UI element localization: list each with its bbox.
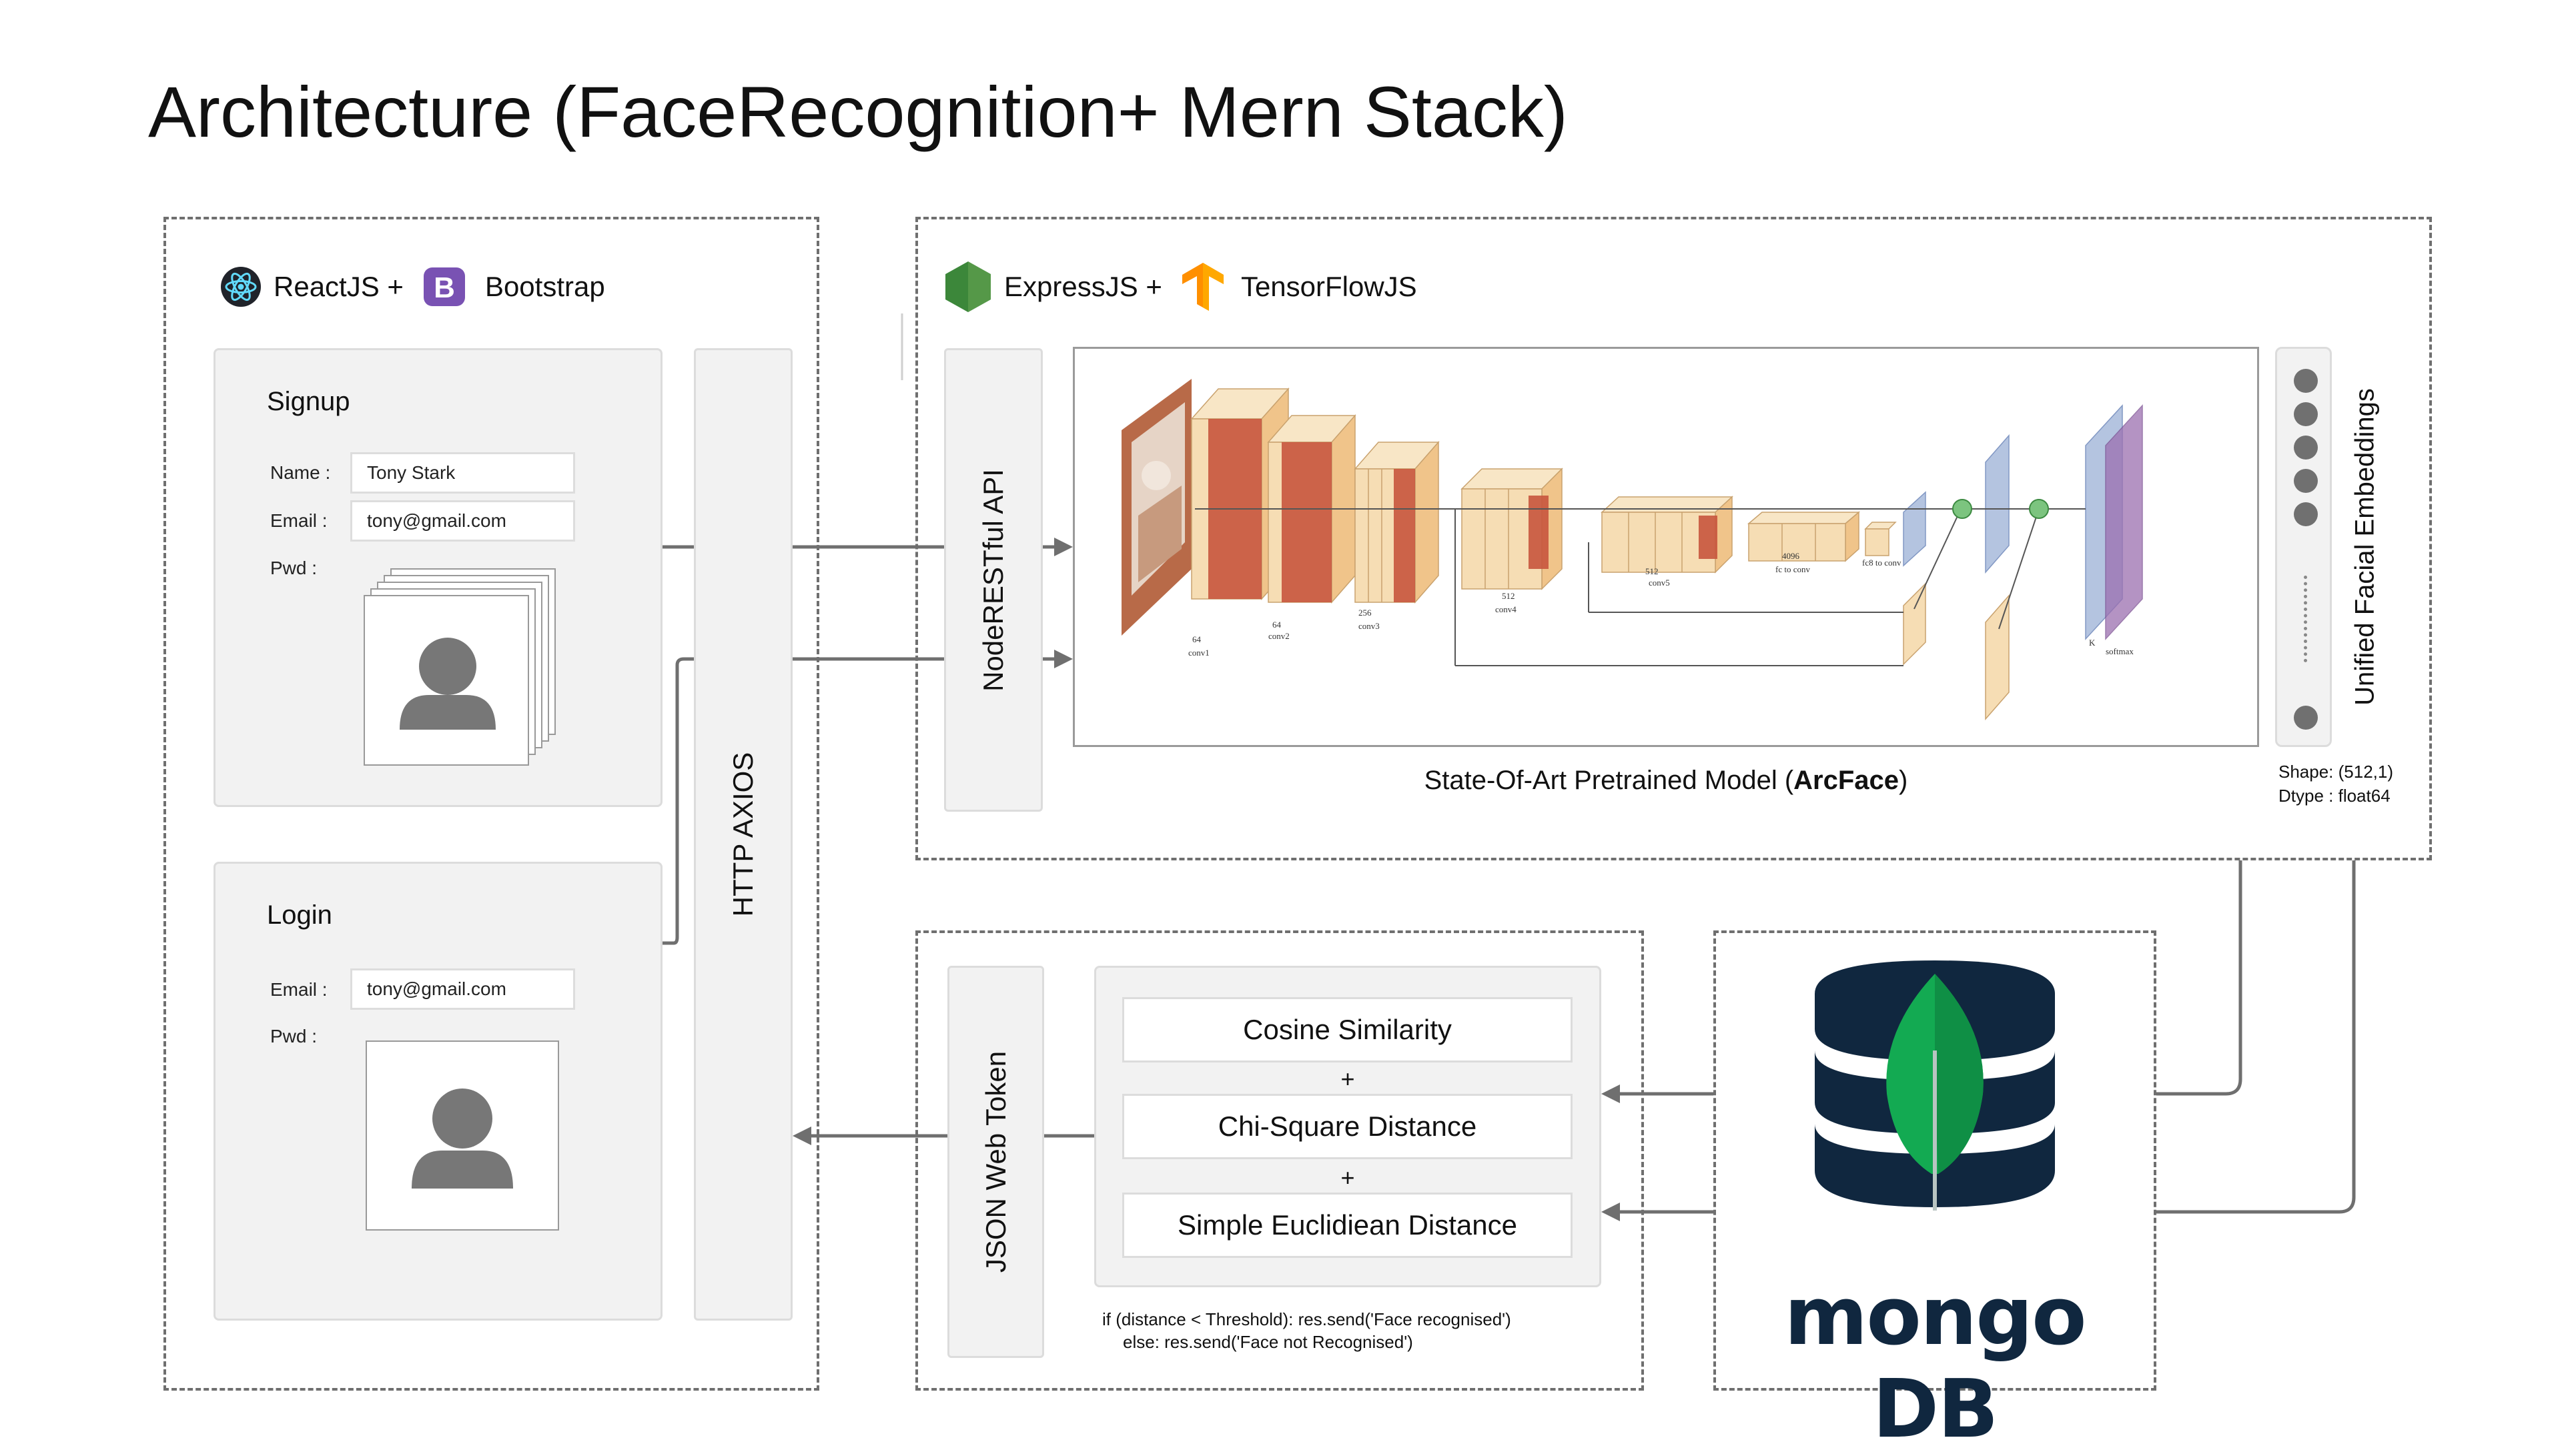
bootstrap-label: Bootstrap (484, 271, 605, 302)
embedding-dot-4 (2294, 469, 2318, 493)
dim-512-a: 512 (1502, 591, 1515, 601)
frontend-container (163, 217, 819, 1391)
conv2-block (1267, 414, 1356, 604)
login-email-label: Email : (270, 979, 328, 1000)
conv4-label: conv4 (1495, 604, 1517, 614)
mongodb-wordmark: mongo DB (1784, 1271, 2086, 1456)
database-container (1713, 930, 2156, 1391)
embedding-vector-bar (2275, 347, 2332, 747)
cosine-similarity-box: Cosine Similarity (1122, 997, 1573, 1062)
login-title: Login (267, 900, 332, 930)
fc8-to-conv-block (1864, 522, 1897, 556)
arcface-model-diagram: conv1 conv2 conv3 conv4 conv5 fc to conv… (1073, 347, 2259, 747)
node-restful-api-label: NodeRESTful API (977, 468, 1009, 692)
embeddings-label: Unified Facial Embeddings (2350, 388, 2380, 706)
dim-64-b: 64 (1272, 620, 1282, 630)
conv3-block (1354, 441, 1440, 604)
dim-k: K (2089, 638, 2096, 648)
model-caption-bold: ArcFace (1793, 766, 1899, 795)
conv5-block (1601, 496, 1733, 574)
react-logo-icon (221, 267, 261, 307)
embedding-dot-3 (2294, 436, 2318, 460)
fc8-label: fc8 to conv (1862, 558, 1901, 568)
mongodb-leaf-database-icon (1815, 960, 2055, 1211)
chi-square-distance-box: Chi-Square Distance (1122, 1094, 1573, 1159)
sum-node-1 (1952, 499, 1972, 519)
sum-node-2 (2029, 499, 2049, 519)
svg-text:B: B (434, 271, 455, 304)
backend-container (915, 217, 2432, 860)
matching-container (915, 930, 1644, 1391)
embedding-dot-last (2294, 706, 2318, 730)
bootstrap-logo-icon: B (423, 267, 465, 306)
signup-name-input[interactable]: Tony Stark (350, 452, 575, 494)
dim-256: 256 (1358, 608, 1372, 618)
http-axios-label: HTTP AXIOS (727, 752, 759, 917)
model-caption-suffix: ) (1899, 766, 1908, 795)
login-pwd-label: Pwd : (270, 1026, 318, 1046)
dim-512-b: 512 (1645, 566, 1659, 576)
tensorflow-logo-icon (1182, 263, 1224, 311)
express-label: ExpressJS + (1004, 271, 1162, 302)
embedding-dot-5 (2294, 502, 2318, 526)
backend-header: ExpressJS + TensorFlowJS (944, 260, 1417, 313)
input-face-image (1122, 379, 1192, 636)
embedding-dot-2 (2294, 402, 2318, 426)
login-email-input[interactable]: tony@gmail.com (350, 968, 575, 1010)
user-avatar-icon (400, 638, 496, 730)
embedding-dot-1 (2294, 369, 2318, 393)
frontend-header: ReactJS + B Bootstrap (220, 263, 605, 310)
user-avatar-icon (412, 1088, 513, 1189)
fc6-label: fc to conv (1775, 564, 1810, 574)
signup-pwd-label-text: Pwd : (270, 558, 318, 578)
dim-64-a: 64 (1192, 634, 1202, 644)
embedding-ellipsis (2304, 576, 2307, 662)
model-caption: State-Of-Art Pretrained Model (ArcFace) (1073, 766, 2259, 796)
embeddings-label-holder: Unified Facial Embeddings (2342, 347, 2389, 747)
signup-name-label: Name : (270, 462, 331, 483)
euclidean-distance-box: Simple Euclidiean Distance (1122, 1193, 1573, 1258)
node-restful-api-bar: NodeRESTful API (944, 348, 1043, 812)
signup-pwd-label: Pwd : (270, 558, 337, 579)
threshold-code-line-2: else: res.send('Face not Recognised') (1123, 1332, 1413, 1352)
embedding-shape: Shape: (512,1) (2278, 762, 2394, 782)
embedding-dtype: Dtype : float64 (2278, 786, 2391, 806)
signup-email-label: Email : (270, 510, 328, 531)
signup-photo-stack[interactable] (364, 568, 564, 775)
dim-4096: 4096 (1782, 551, 1800, 561)
model-caption-prefix: State-Of-Art Pretrained Model ( (1424, 766, 1794, 795)
plus-sign-2: + (1340, 1164, 1355, 1191)
score-layers (1903, 404, 2143, 640)
react-label: ReactJS + (274, 271, 404, 302)
jwt-bar: JSON Web Token (947, 966, 1044, 1358)
signup-title: Signup (267, 387, 350, 416)
signup-email-input[interactable]: tony@gmail.com (350, 500, 575, 542)
conv5-label: conv5 (1649, 578, 1670, 588)
http-axios-bar: HTTP AXIOS (694, 348, 793, 1321)
conv3-label: conv3 (1358, 621, 1380, 631)
skip-blocks (1903, 582, 2010, 720)
conv2-label: conv2 (1268, 631, 1290, 641)
conv4-block (1460, 468, 1563, 590)
nodejs-logo-icon (945, 261, 991, 312)
photo-card-front (364, 595, 529, 766)
cnn-architecture-figure: conv1 conv2 conv3 conv4 conv5 fc to conv… (1122, 379, 2143, 720)
login-photo[interactable] (366, 1040, 559, 1231)
plus-sign-1: + (1340, 1065, 1355, 1093)
page-title: Architecture (FaceRecognition+ Mern Stac… (148, 71, 1568, 152)
jwt-label: JSON Web Token (979, 1050, 1011, 1273)
fc-to-conv-block (1747, 511, 1861, 562)
softmax-label: softmax (2106, 646, 2134, 656)
tensorflow-label: TensorFlowJS (1240, 271, 1417, 302)
threshold-code-line-1: if (distance < Threshold): res.send('Fac… (1102, 1309, 1511, 1329)
conv1-label: conv1 (1188, 648, 1210, 658)
